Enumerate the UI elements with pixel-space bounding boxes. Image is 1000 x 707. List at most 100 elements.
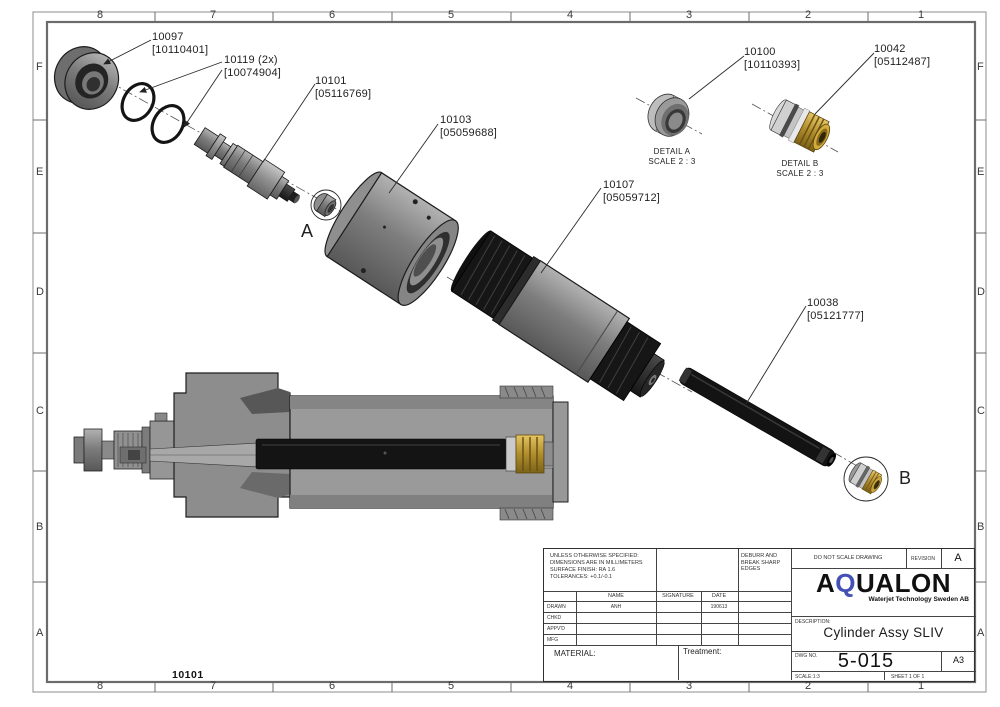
sheet-note: SHEET 1 OF 1	[891, 674, 925, 680]
part-label-10101: 10101 [05116769]	[315, 75, 371, 100]
spec-note-line: SURFACE FINISH: RA 1.6	[550, 567, 616, 573]
part-label-10103: 10103 [05059688]	[440, 114, 497, 139]
table-row-label: CHKD	[547, 615, 562, 621]
detail-b-scale: SCALE 2 : 3	[776, 169, 824, 178]
description-label: DESCRIPTION:	[795, 619, 831, 625]
grid-col-label: 1	[917, 9, 925, 21]
table-row-label: DRAWN	[547, 604, 566, 610]
detail-a-scale: SCALE 2 : 3	[648, 157, 696, 166]
grid-row-label: D	[977, 286, 985, 298]
aqualon-logo: AQUALON	[791, 569, 976, 597]
part-10101-valve-shaft	[193, 127, 300, 204]
grid-col-label: 6	[328, 680, 336, 692]
part-ref: [10110401]	[152, 43, 209, 56]
dwg-no-label: DWG NO.	[795, 653, 818, 659]
description-value: Cylinder Assy SLIV	[823, 625, 944, 640]
marker-a: A	[301, 221, 314, 241]
grid-col-label: 5	[447, 9, 455, 21]
revision-value: A	[954, 552, 962, 564]
grid-row-label: E	[977, 166, 985, 178]
grid-col-label: 2	[804, 9, 812, 21]
part-ref: [10110393]	[744, 58, 801, 71]
part-number: 10042	[874, 43, 906, 55]
part-ref: [05121777]	[807, 309, 865, 322]
spec-note-line: TOLERANCES: +0.1/-0.1	[550, 574, 613, 580]
part-number: 10119 (2x)	[224, 54, 278, 66]
grid-row-label: C	[36, 405, 44, 417]
drawn-date: 190613	[710, 604, 728, 610]
border-frame	[32, 11, 987, 693]
part-ref: [05112487]	[874, 55, 931, 68]
grid-col-label: 6	[328, 9, 336, 21]
detail-b-title: DETAIL B	[781, 159, 819, 168]
title-block: UNLESS OTHERWISE SPECIFIED: DIMENSIONS A…	[543, 548, 976, 682]
section-view	[73, 372, 569, 521]
grid-col-label: 7	[209, 9, 217, 21]
part-10038-rod	[678, 367, 837, 467]
grid-col-label: 3	[685, 9, 693, 21]
part-ref: [05116769]	[315, 87, 372, 100]
revision-label: REVISION	[911, 556, 935, 562]
part-10103-cylinder-nut	[324, 171, 459, 306]
grid-row-label: F	[36, 61, 43, 73]
part-10119-orings	[120, 82, 186, 144]
exploded-view	[53, 46, 889, 502]
grid-row-label: B	[977, 521, 985, 533]
grid-col-label: 3	[685, 680, 693, 692]
grid-col-label: 2	[804, 680, 812, 692]
part-number: 10038	[807, 297, 839, 309]
part-label-10042: 10042 [05112487]	[874, 43, 930, 68]
spec-note-line: DIMENSIONS ARE IN MILLIMETERS	[550, 560, 643, 566]
detail-a-circle	[310, 189, 342, 221]
detail-a-view-part-10100	[647, 93, 690, 137]
table-row-label: APPV'D	[547, 626, 565, 632]
grid-row-label: D	[36, 286, 44, 298]
detail-a-title: DETAIL A	[653, 147, 691, 156]
table-row-label: MFG	[547, 637, 559, 643]
logo-text: A	[816, 568, 836, 598]
part-number: 10101	[315, 75, 347, 87]
detail-a-callout-part	[313, 193, 337, 218]
leader-lines	[103, 39, 875, 405]
deburr-note: DEBURR AND BREAK SHARP EDGES	[741, 553, 781, 572]
part-label-10100: 10100 [10110393]	[744, 46, 800, 71]
spec-note-line: UNLESS OTHERWISE SPECIFIED:	[550, 553, 639, 559]
grid-col-label: 8	[96, 680, 104, 692]
table-header-signature: SIGNATURE	[662, 593, 694, 599]
grid-row-label: E	[36, 166, 44, 178]
detail-b-view-part-10042	[769, 99, 831, 153]
part-10107-cylinder-body	[450, 230, 665, 402]
logo-accent-letter: Q	[835, 568, 857, 598]
grid-col-label: 8	[96, 9, 104, 21]
drawn-by-name: ANH	[610, 604, 622, 610]
part-label-10107: 10107 [05059712]	[603, 179, 660, 204]
part-number: 10097	[152, 31, 184, 43]
part-ref: [05059712]	[603, 191, 661, 204]
grid-col-label: 7	[209, 680, 217, 692]
scale-note: SCALE:1:3	[795, 674, 820, 680]
part-10097-bearing	[53, 46, 120, 110]
part-ref: [05059688]	[440, 126, 498, 139]
logo-tagline: Waterjet Technology Sweden AB	[868, 596, 969, 603]
grid-col-label: 5	[447, 680, 455, 692]
do-not-scale-note: DO NOT SCALE DRAWING	[813, 555, 883, 561]
part-label-10038: 10038 [05121777]	[807, 297, 864, 322]
grid-row-label: C	[977, 405, 985, 417]
part-label-10097: 10097 [10110401]	[152, 31, 208, 56]
paper-size: A3	[952, 655, 964, 665]
grid-row-label: A	[977, 627, 985, 639]
material-label: MATERIAL:	[554, 649, 596, 658]
part-number: 10107	[603, 179, 635, 191]
treatment-label: Treatment:	[683, 647, 722, 656]
marker-b: B	[899, 468, 912, 488]
grid-row-label: F	[977, 61, 984, 73]
table-header-name: NAME	[608, 593, 624, 599]
part-ref: [10074904]	[224, 66, 282, 79]
grid-row-label: A	[36, 627, 44, 639]
grid-row-label: B	[36, 521, 44, 533]
table-header-date: DATE	[711, 593, 727, 599]
dwg-no-value: 5-015	[837, 650, 895, 672]
detail-b-circle	[843, 456, 889, 502]
grid-col-label: 1	[917, 680, 925, 692]
